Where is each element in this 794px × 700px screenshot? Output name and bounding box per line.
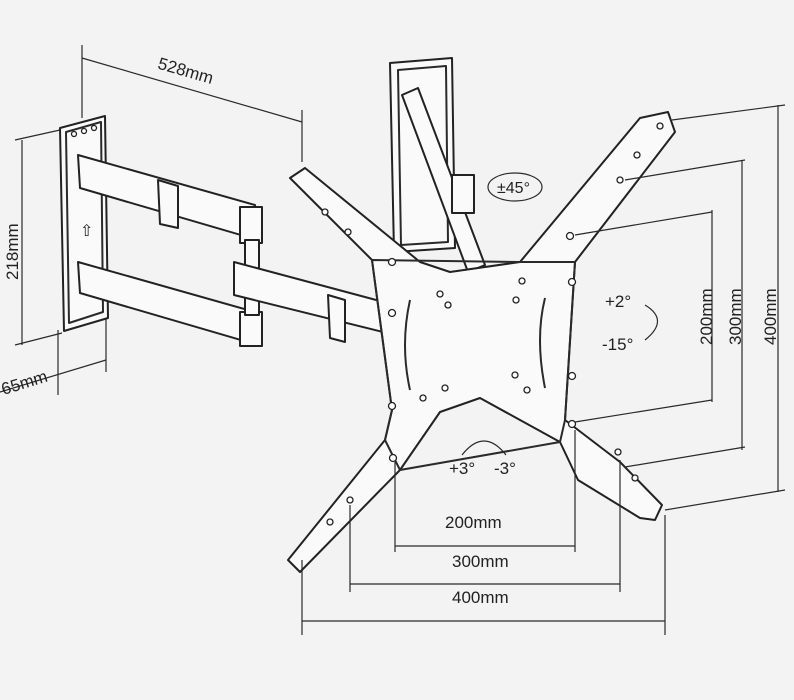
vesa-h-400-label: 400mm <box>452 588 509 607</box>
vesa-v-200-label: 200mm <box>697 288 716 345</box>
upper-arm <box>77 154 263 244</box>
rotation-angle: +3° -3° <box>449 440 516 478</box>
vesa-h-300-label: 300mm <box>452 552 509 571</box>
swivel-angle-label: ±45° <box>497 180 530 197</box>
rotate-left-label: +3° <box>449 459 475 478</box>
swivel-angle: ±45° <box>487 172 543 202</box>
vesa-plate <box>287 111 676 573</box>
vesa-v-400-label: 400mm <box>761 288 780 345</box>
vesa-v-300-label: 300mm <box>726 288 745 345</box>
dim-label-65mm: 65mm <box>0 367 50 399</box>
arrow-up-icon: ⇧ <box>80 223 93 240</box>
dim-label-528mm: 528mm <box>156 54 216 88</box>
tilt-up-label: +2° <box>605 292 631 311</box>
dimension-218mm: 218mm <box>3 129 63 346</box>
dim-label-218mm: 218mm <box>3 223 22 280</box>
vesa-h-200-label: 200mm <box>445 513 502 532</box>
vesa-vertical-dimensions: 200mm 300mm 400mm <box>574 104 786 511</box>
tilt-arrow-icon <box>644 304 659 341</box>
vesa-horizontal-dimensions: 200mm 300mm 400mm <box>301 430 666 635</box>
wall-plate-swivel <box>389 57 486 273</box>
tilt-down-label: -15° <box>602 335 633 354</box>
dimension-65mm: 65mm <box>0 318 107 399</box>
rotate-right-label: -3° <box>494 459 516 478</box>
tilt-angle: +2° -15° <box>602 292 659 354</box>
dimension-528mm: 528mm <box>81 45 303 162</box>
rotate-arrow-icon <box>461 440 507 456</box>
